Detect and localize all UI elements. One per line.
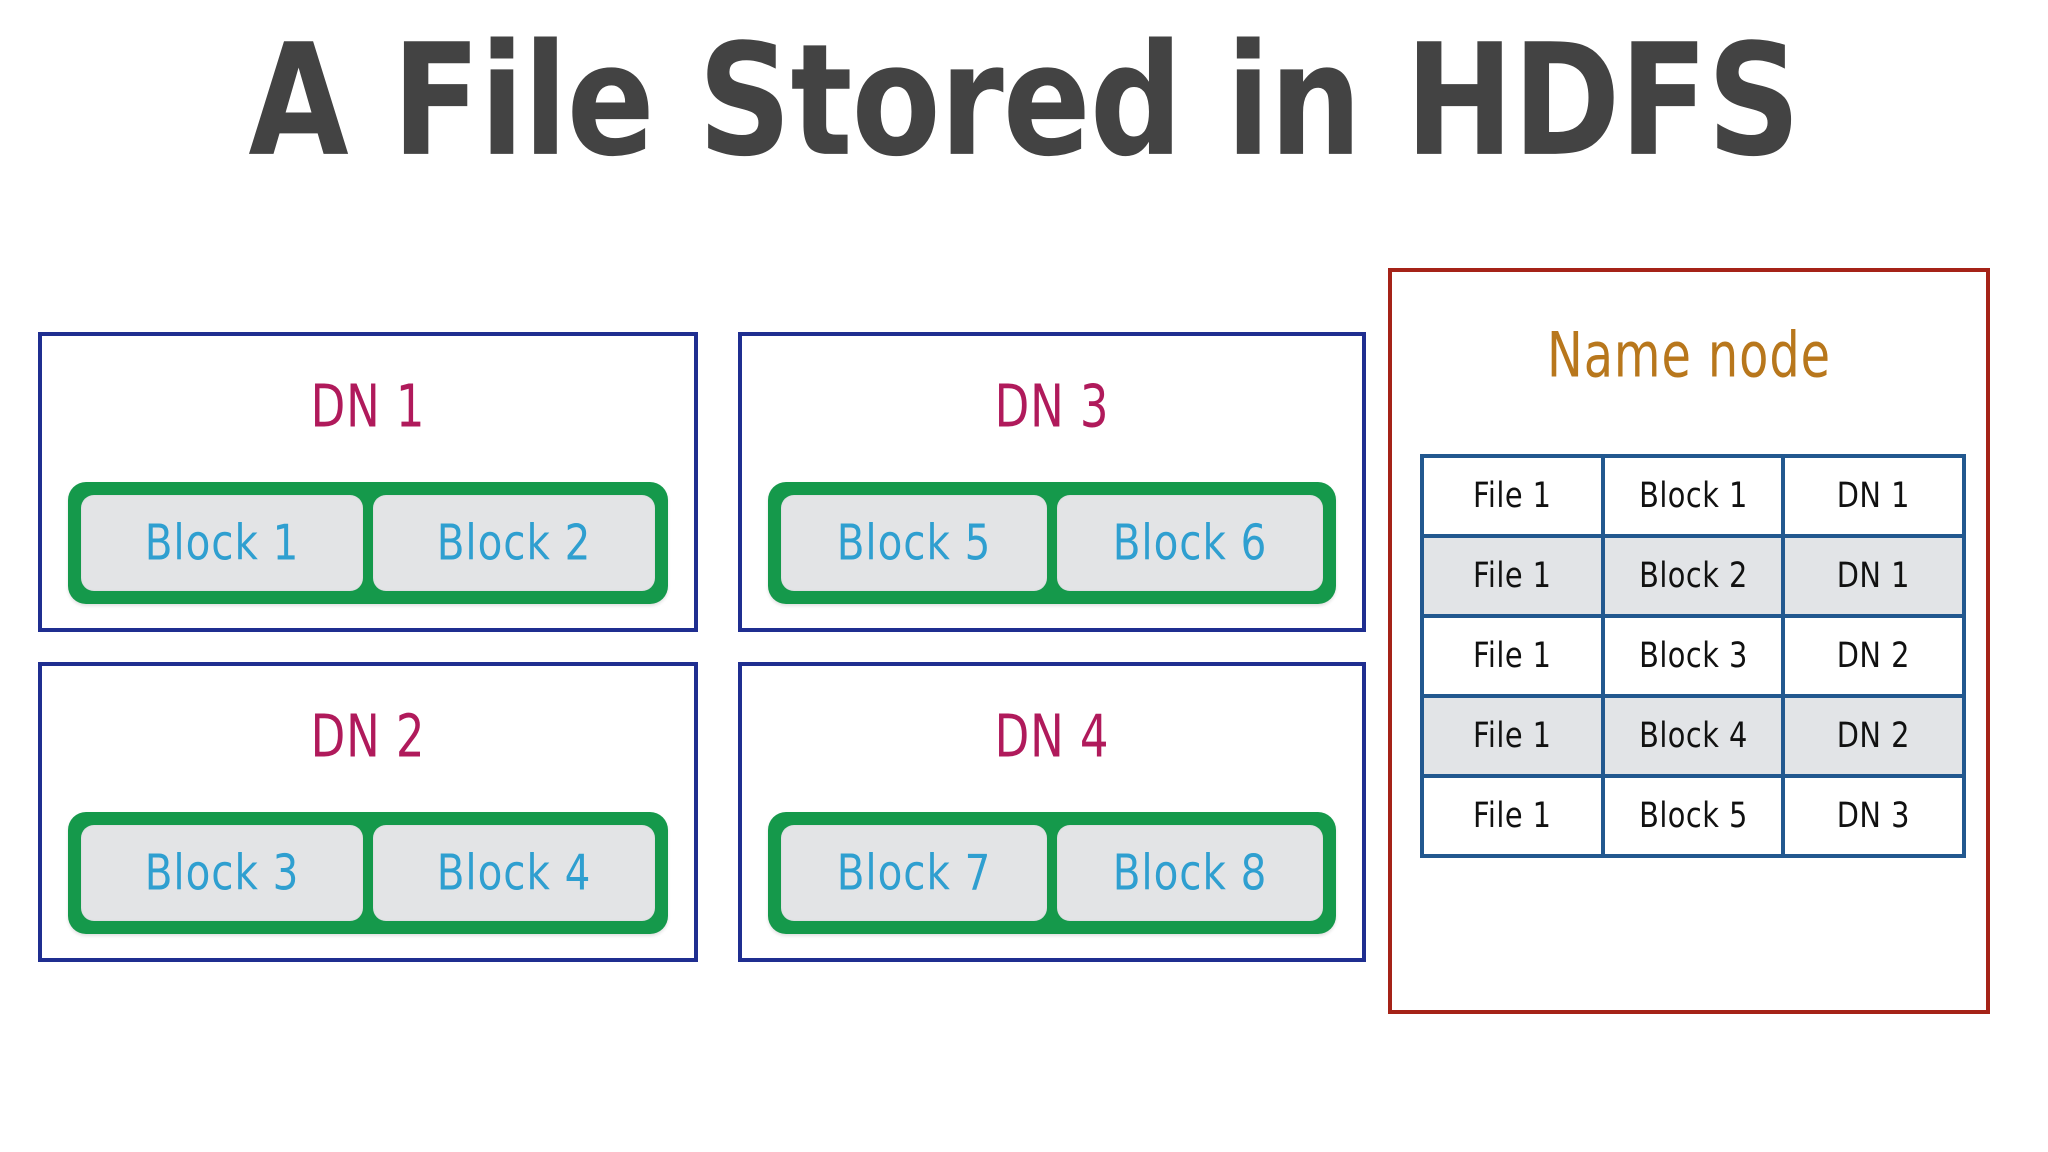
cell-text: DN 1 [1837,555,1911,597]
block-band-dn-1: Block 1 Block 2 [68,482,668,604]
block-cell: Block 4 [373,825,655,921]
table-cell-block: Block 5 [1600,774,1786,858]
table-row: File 1 Block 1 DN 1 [1420,454,1966,538]
block-cell: Block 5 [781,495,1047,591]
table-cell-block: Block 2 [1600,534,1786,618]
table-row: File 1 Block 5 DN 3 [1420,774,1966,858]
page-title: A File Stored in HDFS [248,10,1800,191]
table-cell-file: File 1 [1420,614,1605,698]
cell-text: Block 1 [1638,475,1748,517]
cell-text: Block 4 [1638,715,1748,757]
block-cell: Block 3 [81,825,363,921]
block-label: Block 5 [836,514,992,572]
cell-text: DN 1 [1837,475,1911,517]
cell-text: File 1 [1473,635,1552,677]
table-cell-file: File 1 [1420,694,1605,778]
block-cell: Block 7 [781,825,1047,921]
cell-text: File 1 [1473,715,1552,757]
block-cell: Block 8 [1057,825,1323,921]
block-cell: Block 2 [373,495,655,591]
table-cell-datanode: DN 3 [1781,774,1966,858]
block-band-dn-3: Block 5 Block 6 [768,482,1336,604]
table-cell-file: File 1 [1420,774,1605,858]
cell-text: DN 2 [1837,715,1911,757]
cell-text: Block 2 [1638,555,1748,597]
table-cell-block: Block 1 [1600,454,1786,538]
datanode-box-dn-2: DN 2 Block 3 Block 4 [38,662,698,962]
namenode-panel: Name node File 1 Block 1 DN 1 File 1 Blo… [1388,268,1990,1014]
table-cell-datanode: DN 2 [1781,694,1966,778]
namenode-title: Name node [1546,320,1832,392]
table-cell-datanode: DN 2 [1781,614,1966,698]
table-cell-datanode: DN 1 [1781,454,1966,538]
table-row: File 1 Block 4 DN 2 [1420,694,1966,778]
block-cell: Block 1 [81,495,363,591]
table-row: File 1 Block 2 DN 1 [1420,534,1966,618]
cell-text: File 1 [1473,795,1552,837]
cell-text: DN 3 [1837,795,1911,837]
table-cell-block: Block 4 [1600,694,1786,778]
cell-text: File 1 [1473,555,1552,597]
namenode-metadata-table: File 1 Block 1 DN 1 File 1 Block 2 DN 1 … [1420,454,1966,858]
datanode-label-dn-1: DN 1 [310,372,426,441]
datanode-label-dn-3: DN 3 [994,372,1110,441]
datanode-box-dn-4: DN 4 Block 7 Block 8 [738,662,1366,962]
datanode-label-dn-4: DN 4 [994,702,1110,771]
block-band-dn-4: Block 7 Block 8 [768,812,1336,934]
datanode-box-dn-3: DN 3 Block 5 Block 6 [738,332,1366,632]
datanode-box-dn-1: DN 1 Block 1 Block 2 [38,332,698,632]
block-label: Block 2 [436,514,592,572]
table-cell-datanode: DN 1 [1781,534,1966,618]
block-label: Block 8 [1112,844,1268,902]
table-cell-file: File 1 [1420,454,1605,538]
cell-text: Block 3 [1638,635,1748,677]
block-band-dn-2: Block 3 Block 4 [68,812,668,934]
cell-text: Block 5 [1638,795,1748,837]
cell-text: File 1 [1473,475,1552,517]
block-label: Block 7 [836,844,992,902]
block-label: Block 6 [1112,514,1268,572]
table-row: File 1 Block 3 DN 2 [1420,614,1966,698]
table-cell-block: Block 3 [1600,614,1786,698]
datanode-label-dn-2: DN 2 [310,702,426,771]
cell-text: DN 2 [1837,635,1911,677]
block-label: Block 4 [436,844,592,902]
block-label: Block 3 [144,844,300,902]
block-cell: Block 6 [1057,495,1323,591]
block-label: Block 1 [144,514,300,572]
table-cell-file: File 1 [1420,534,1605,618]
